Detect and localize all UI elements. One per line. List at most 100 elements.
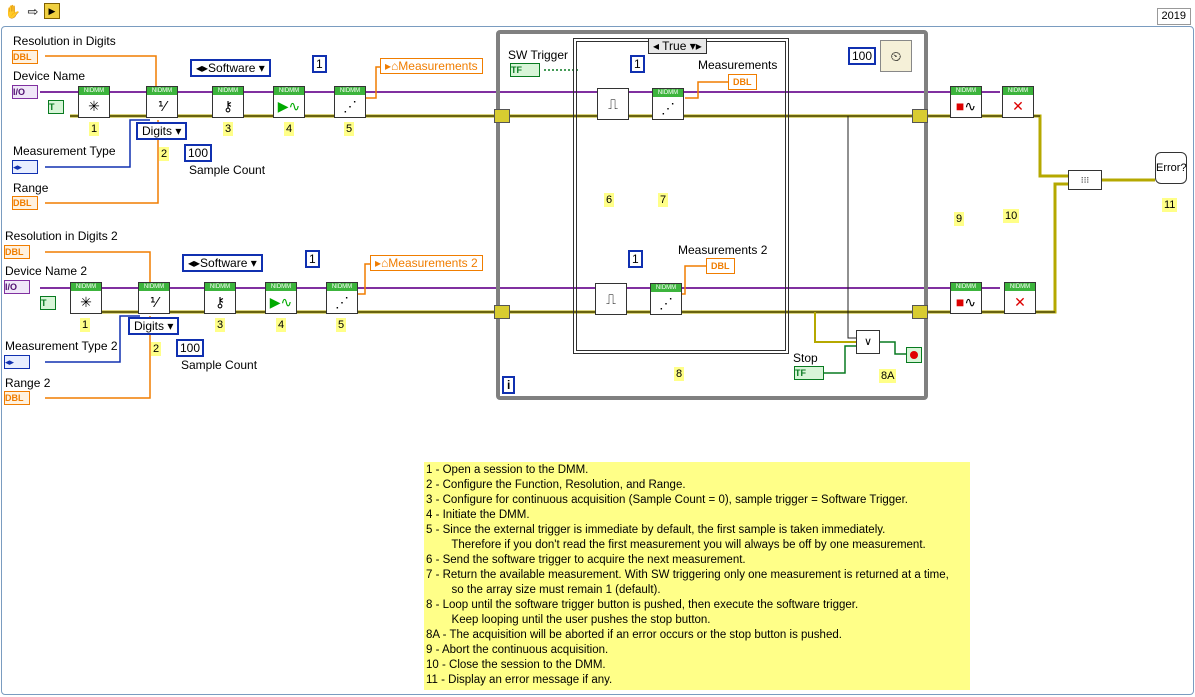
- fetch-icon: ⋰: [659, 295, 673, 311]
- true-constant[interactable]: T: [48, 100, 64, 114]
- wait-constant[interactable]: 100: [848, 47, 877, 65]
- range-2-label: Range 2: [5, 376, 51, 390]
- nidmm-close-vi[interactable]: NIDMM✕: [1002, 86, 1034, 118]
- fetch-icon: ⋰: [335, 294, 349, 310]
- digits-ring-2[interactable]: Digits ▾: [128, 317, 180, 335]
- nidmm-abort-vi-2[interactable]: NIDMM■∿: [950, 282, 982, 314]
- sample-count-constant[interactable]: 100: [184, 144, 213, 162]
- nidmm-fetch-vi-2[interactable]: NIDMM⋰: [326, 282, 358, 314]
- nidmm-initialize-vi-2[interactable]: NIDMM✳: [70, 282, 102, 314]
- dbl-type-label: DBL: [5, 247, 24, 257]
- dbl-type-label: DBL: [5, 393, 24, 403]
- resolution-control[interactable]: DBL: [12, 50, 38, 64]
- note-line: 11 - Display an error message if any.: [426, 674, 613, 686]
- merge-errors-function[interactable]: ⁝⁝⁝: [1068, 170, 1102, 190]
- sample-count-constant-2[interactable]: 100: [176, 339, 205, 357]
- multipoint-icon: ⚷: [222, 98, 234, 114]
- sw-trigger-control[interactable]: TF: [510, 63, 540, 77]
- true-constant-2[interactable]: T: [40, 296, 56, 310]
- range-control[interactable]: DBL: [12, 196, 38, 210]
- abort-icon: ■∿: [955, 294, 977, 310]
- digits-ring-value: Digits: [142, 124, 173, 138]
- range-2-control[interactable]: DBL: [4, 391, 30, 405]
- measurement-type-2-control[interactable]: ◂▸: [4, 355, 30, 369]
- io-type-label: I/O: [5, 282, 18, 292]
- software-ring-value: Software: [208, 61, 256, 75]
- note-line: 3 - Configure for continuous acquisition…: [426, 494, 908, 506]
- hand-icon[interactable]: ✋: [4, 4, 22, 19]
- digits-ring[interactable]: Digits ▾: [136, 122, 188, 140]
- run-icon[interactable]: ▶: [44, 3, 60, 19]
- trigger-icon: ⎍: [608, 96, 618, 112]
- step-number: 3: [215, 318, 226, 332]
- step-number: 1: [80, 318, 91, 332]
- resolution-2-control[interactable]: DBL: [4, 245, 30, 259]
- nidmm-initialize-vi[interactable]: NIDMM✳: [78, 86, 110, 118]
- note-line: 8A - The acquisition will be aborted if …: [426, 629, 842, 641]
- note-line: 9 - Abort the continuous acquisition.: [426, 644, 609, 656]
- device-name-label: Device Name: [13, 69, 86, 83]
- note-line: 7 - Return the available measurement. Wi…: [426, 569, 949, 581]
- measurement-type-control[interactable]: ◂▸: [12, 160, 38, 174]
- resolution-label: Resolution in Digits: [13, 34, 116, 48]
- device-name-control[interactable]: I/O: [12, 85, 38, 99]
- t-type-label: T: [41, 298, 47, 308]
- software-trigger-ring[interactable]: ◂▸Software ▾: [190, 59, 271, 77]
- array-size-constant-2[interactable]: 1: [305, 250, 320, 268]
- while-loop[interactable]: [496, 30, 928, 400]
- stop-control[interactable]: TF: [794, 366, 824, 380]
- sample-count-2-label: Sample Count: [181, 358, 258, 372]
- measurements-2-loop-label: Measurements 2: [678, 243, 768, 257]
- software-trigger-ring-2[interactable]: ◂▸Software ▾: [182, 254, 263, 272]
- resolution-2-label: Resolution in Digits 2: [5, 229, 118, 243]
- step-7: 7: [658, 193, 669, 207]
- iteration-terminal: i: [502, 376, 516, 394]
- nidmm-send-sw-trigger-vi-2[interactable]: ⎍: [595, 283, 627, 315]
- simple-error-handler-vi[interactable]: Error?: [1155, 152, 1187, 184]
- step-10: 10: [1003, 209, 1020, 223]
- note-line: Therefore if you don't read the first me…: [426, 539, 926, 551]
- measurements-loop-label: Measurements: [698, 58, 778, 72]
- case-selector[interactable]: ◂ True ▾▸: [648, 38, 707, 54]
- device-name-2-control[interactable]: I/O: [4, 280, 30, 294]
- tf-type-label: TF: [795, 368, 806, 378]
- array-size-constant-loop-2[interactable]: 1: [628, 250, 643, 268]
- array-size-constant[interactable]: 1: [312, 55, 327, 73]
- nidmm-fetch-loop-vi[interactable]: NIDMM⋰: [652, 88, 684, 120]
- nidmm-close-vi-2[interactable]: NIDMM✕: [1004, 282, 1036, 314]
- array-size-constant-loop[interactable]: 1: [630, 55, 645, 73]
- nidmm-configure-multipoint-vi-2[interactable]: NIDMM⚷: [204, 282, 236, 314]
- tf-type-label: TF: [511, 65, 522, 75]
- measurements-indicator[interactable]: ▸⌂Measurements: [380, 58, 483, 74]
- note-line: 1 - Open a session to the DMM.: [426, 464, 589, 476]
- nidmm-initiate-vi[interactable]: NIDMM▶∿: [273, 86, 305, 118]
- dbl-type-label: DBL: [733, 77, 752, 87]
- nidmm-send-sw-trigger-vi[interactable]: ⎍: [597, 88, 629, 120]
- step-8a: 8A: [879, 369, 897, 383]
- nidmm-configure-multipoint-vi[interactable]: NIDMM⚷: [212, 86, 244, 118]
- measurements-2-indicator[interactable]: ▸⌂Measurements 2: [370, 255, 483, 271]
- nidmm-initiate-vi-2[interactable]: NIDMM▶∿: [265, 282, 297, 314]
- measurements-2-loop-indicator[interactable]: DBL: [706, 258, 735, 274]
- comment-notes: 1 - Open a session to the DMM. 2 - Confi…: [424, 462, 970, 690]
- arrow-right-icon[interactable]: ⇨: [27, 4, 39, 19]
- fetch-icon: ⋰: [661, 100, 675, 116]
- shift-register-right: [912, 109, 928, 123]
- measurements-loop-indicator[interactable]: DBL: [728, 74, 757, 90]
- or-function[interactable]: ∨: [856, 330, 880, 354]
- sw-trigger-label: SW Trigger: [508, 48, 569, 62]
- configure-icon: ⅟: [158, 98, 166, 114]
- nidmm-abort-vi[interactable]: NIDMM■∿: [950, 86, 982, 118]
- initiate-icon: ▶∿: [269, 294, 293, 310]
- error-icon: Error?: [1156, 162, 1187, 174]
- nidmm-fetch-loop-vi-2[interactable]: NIDMM⋰: [650, 283, 682, 315]
- initiate-icon: ▶∿: [277, 98, 301, 114]
- nidmm-fetch-vi[interactable]: NIDMM⋰: [334, 86, 366, 118]
- note-line: 10 - Close the session to the DMM.: [426, 659, 606, 671]
- configure-icon: ⅟: [150, 294, 158, 310]
- dbl-type-label: DBL: [13, 198, 32, 208]
- metronome-icon[interactable]: ⏲: [880, 40, 912, 72]
- step-number: 4: [276, 318, 287, 332]
